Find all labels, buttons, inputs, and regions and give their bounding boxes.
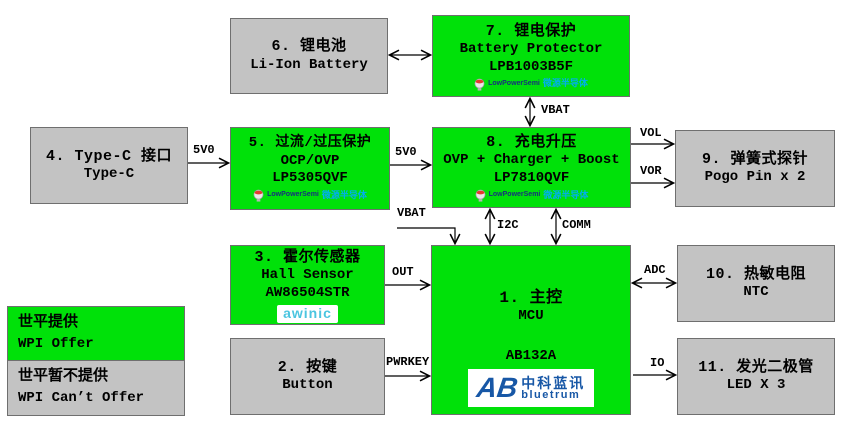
block-title: 11. 发光二极管	[698, 358, 814, 376]
block-mcu: 1. 主控 MCU AB132A AB 中科蓝讯 bluetrum	[431, 245, 631, 415]
lightbulb-icon	[475, 189, 486, 202]
block-subtitle: Type-C	[83, 166, 135, 183]
signal-label-out: OUT	[392, 265, 414, 279]
block-title: 1. 主控	[499, 289, 563, 307]
signal-label-io: IO	[650, 356, 665, 370]
block-title: 7. 锂电保护	[485, 22, 577, 40]
signal-label-5v0-right: 5V0	[395, 145, 417, 159]
legend-not-offer-cn: 世平暂不提供	[18, 368, 109, 386]
lowpowersemi-name: LowPowerSemi	[488, 191, 541, 199]
block-li-ion-battery: 6. 锂电池 Li-Ion Battery	[230, 18, 388, 94]
lowpowersemi-cn: 微源半导体	[543, 189, 589, 200]
bluetrum-monogram: AB	[474, 372, 520, 404]
block-subtitle: LED X 3	[726, 377, 786, 394]
block-title: 6. 锂电池	[271, 38, 347, 56]
signal-label-vor: VOR	[640, 164, 662, 178]
legend-not-offer-en: WPI Can’t Offer	[18, 390, 145, 407]
bluetrum-cn: 中科蓝讯	[521, 374, 586, 391]
block-subtitle: OCP/OVP	[280, 152, 340, 169]
lowpowersemi-name: LowPowerSemi	[488, 79, 540, 87]
block-led: 11. 发光二极管 LED X 3	[677, 338, 835, 415]
block-subtitle: Hall Sensor	[261, 266, 354, 283]
block-title: 3. 霍尔传感器	[254, 248, 361, 266]
signal-label-comm: COMM	[562, 218, 591, 232]
block-subtitle: Button	[282, 377, 333, 394]
block-type-c: 4. Type-C 接口 Type-C	[30, 127, 188, 204]
part-number: AW86504STR	[265, 284, 350, 301]
bluetrum-text: 中科蓝讯 bluetrum	[521, 376, 585, 401]
lightbulb-icon	[253, 189, 264, 202]
block-title: 2. 按键	[277, 358, 338, 376]
bluetrum-en: bluetrum	[521, 388, 581, 401]
lowpowersemi-cn: 微源半导体	[321, 190, 367, 201]
signal-label-i2c: I2C	[497, 218, 519, 232]
block-ntc: 10. 热敏电阻 NTC	[677, 245, 835, 322]
lowpowersemi-logo: LowPowerSemi 微源半导体	[474, 78, 588, 91]
block-charger-boost: 8. 充电升压 OVP + Charger + Boost LP7810QVF …	[432, 127, 631, 208]
legend-offer-en: WPI Offer	[18, 336, 94, 353]
legend-wpi-offer: 世平提供 WPI Offer	[7, 306, 185, 361]
lightbulb-icon	[474, 78, 485, 91]
signal-label-vbat-left: VBAT	[397, 206, 426, 220]
bluetrum-logo: AB 中科蓝讯 bluetrum	[468, 369, 594, 408]
block-title: 5. 过流/过压保护	[248, 134, 372, 151]
block-pogo-pin: 9. 弹簧式探针 Pogo Pin x 2	[675, 130, 835, 207]
part-number: LPB1003B5F	[488, 58, 573, 75]
block-subtitle: OVP + Charger + Boost	[443, 152, 620, 169]
lowpowersemi-name: LowPowerSemi	[267, 191, 319, 199]
block-battery-protector: 7. 锂电保护 Battery Protector LPB1003B5F Low…	[432, 15, 630, 97]
block-title: 10. 热敏电阻	[705, 265, 806, 283]
block-subtitle: NTC	[743, 284, 769, 301]
block-title: 4. Type-C 接口	[45, 147, 172, 165]
part-number: AB132A	[505, 348, 557, 365]
awinic-logo: awinic	[277, 304, 338, 323]
block-button: 2. 按键 Button	[230, 338, 385, 415]
lowpowersemi-logo: LowPowerSemi 微源半导体	[253, 189, 367, 202]
signal-label-pwrkey: PWRKEY	[386, 355, 430, 369]
legend-wpi-cant-offer: 世平暂不提供 WPI Can’t Offer	[7, 359, 185, 416]
signal-label-vol: VOL	[640, 126, 662, 140]
block-subtitle: Li-Ion Battery	[250, 56, 368, 73]
block-subtitle: Battery Protector	[459, 40, 603, 57]
part-number: LP7810QVF	[493, 170, 570, 187]
block-title: 8. 充电升压	[486, 134, 577, 151]
signal-label-5v0-left: 5V0	[193, 143, 215, 157]
block-ocp-ovp: 5. 过流/过压保护 OCP/OVP LP5305QVF LowPowerSem…	[230, 127, 390, 210]
signal-label-vbat-top: VBAT	[541, 103, 570, 117]
block-subtitle: Pogo Pin x 2	[704, 169, 806, 186]
part-number: LP5305QVF	[272, 170, 348, 187]
lowpowersemi-logo: LowPowerSemi 微源半导体	[475, 189, 589, 202]
legend-offer-cn: 世平提供	[18, 314, 79, 332]
lowpowersemi-cn: 微源半导体	[542, 78, 588, 89]
block-subtitle: MCU	[518, 308, 544, 325]
block-hall-sensor: 3. 霍尔传感器 Hall Sensor AW86504STR awinic	[230, 245, 385, 325]
signal-label-adc: ADC	[644, 263, 666, 277]
block-title: 9. 弹簧式探针	[701, 150, 808, 168]
